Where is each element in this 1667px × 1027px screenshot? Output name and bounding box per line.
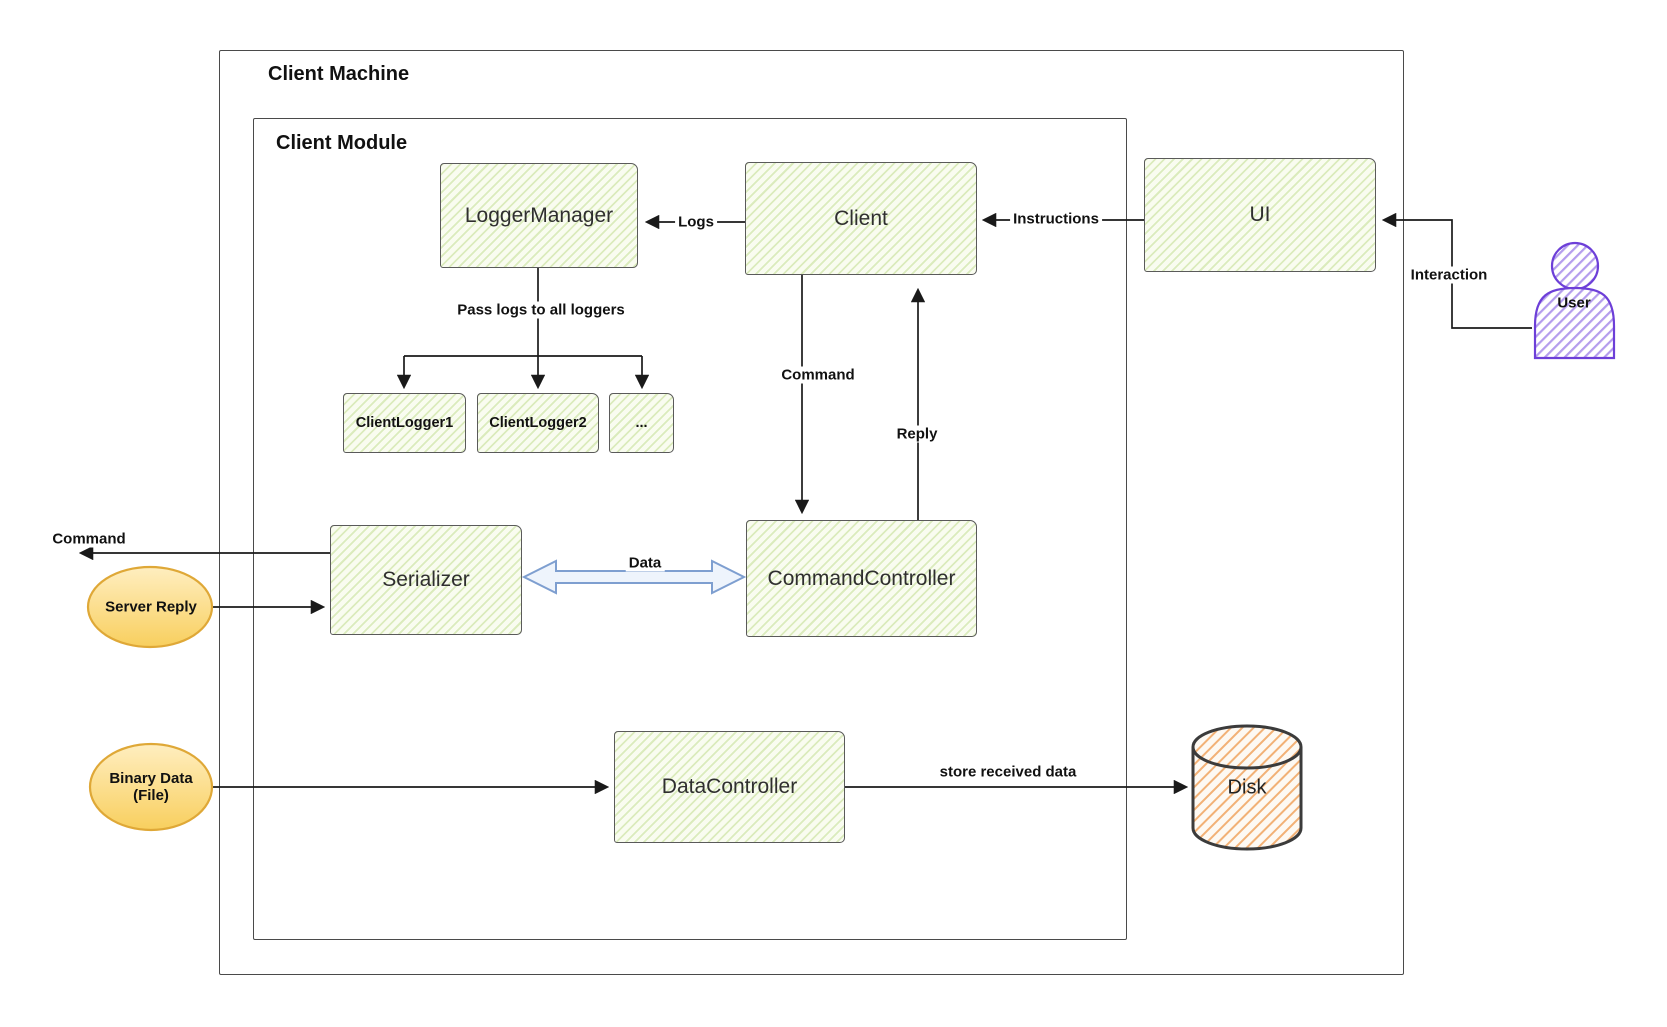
node-logger-ellipsis-label: ... — [635, 415, 648, 431]
node-client-logger2: ClientLogger2 — [477, 393, 599, 453]
client-module-frame — [253, 118, 1127, 940]
node-command-controller: CommandController — [746, 520, 977, 637]
node-client-logger2-label: ClientLogger2 — [489, 415, 587, 431]
node-serializer-label: Serializer — [382, 568, 470, 591]
node-command-controller-label: CommandController — [767, 566, 956, 590]
node-logger-ellipsis: ... — [609, 393, 674, 453]
node-client-label: Client — [834, 206, 888, 230]
node-serializer: Serializer — [330, 525, 522, 635]
node-client-logger1-label: ClientLogger1 — [355, 415, 454, 431]
node-ui: UI — [1144, 158, 1376, 272]
node-client-logger1: ClientLogger1 — [343, 393, 466, 453]
node-data-controller: DataController — [614, 731, 845, 843]
node-data-controller-label: DataController — [661, 775, 798, 798]
node-client: Client — [745, 162, 977, 275]
node-logger-manager: LoggerManager — [440, 163, 638, 268]
node-ui-label: UI — [1249, 203, 1271, 226]
node-logger-manager-label: LoggerManager — [464, 203, 614, 227]
client-machine-frame — [219, 50, 1404, 975]
